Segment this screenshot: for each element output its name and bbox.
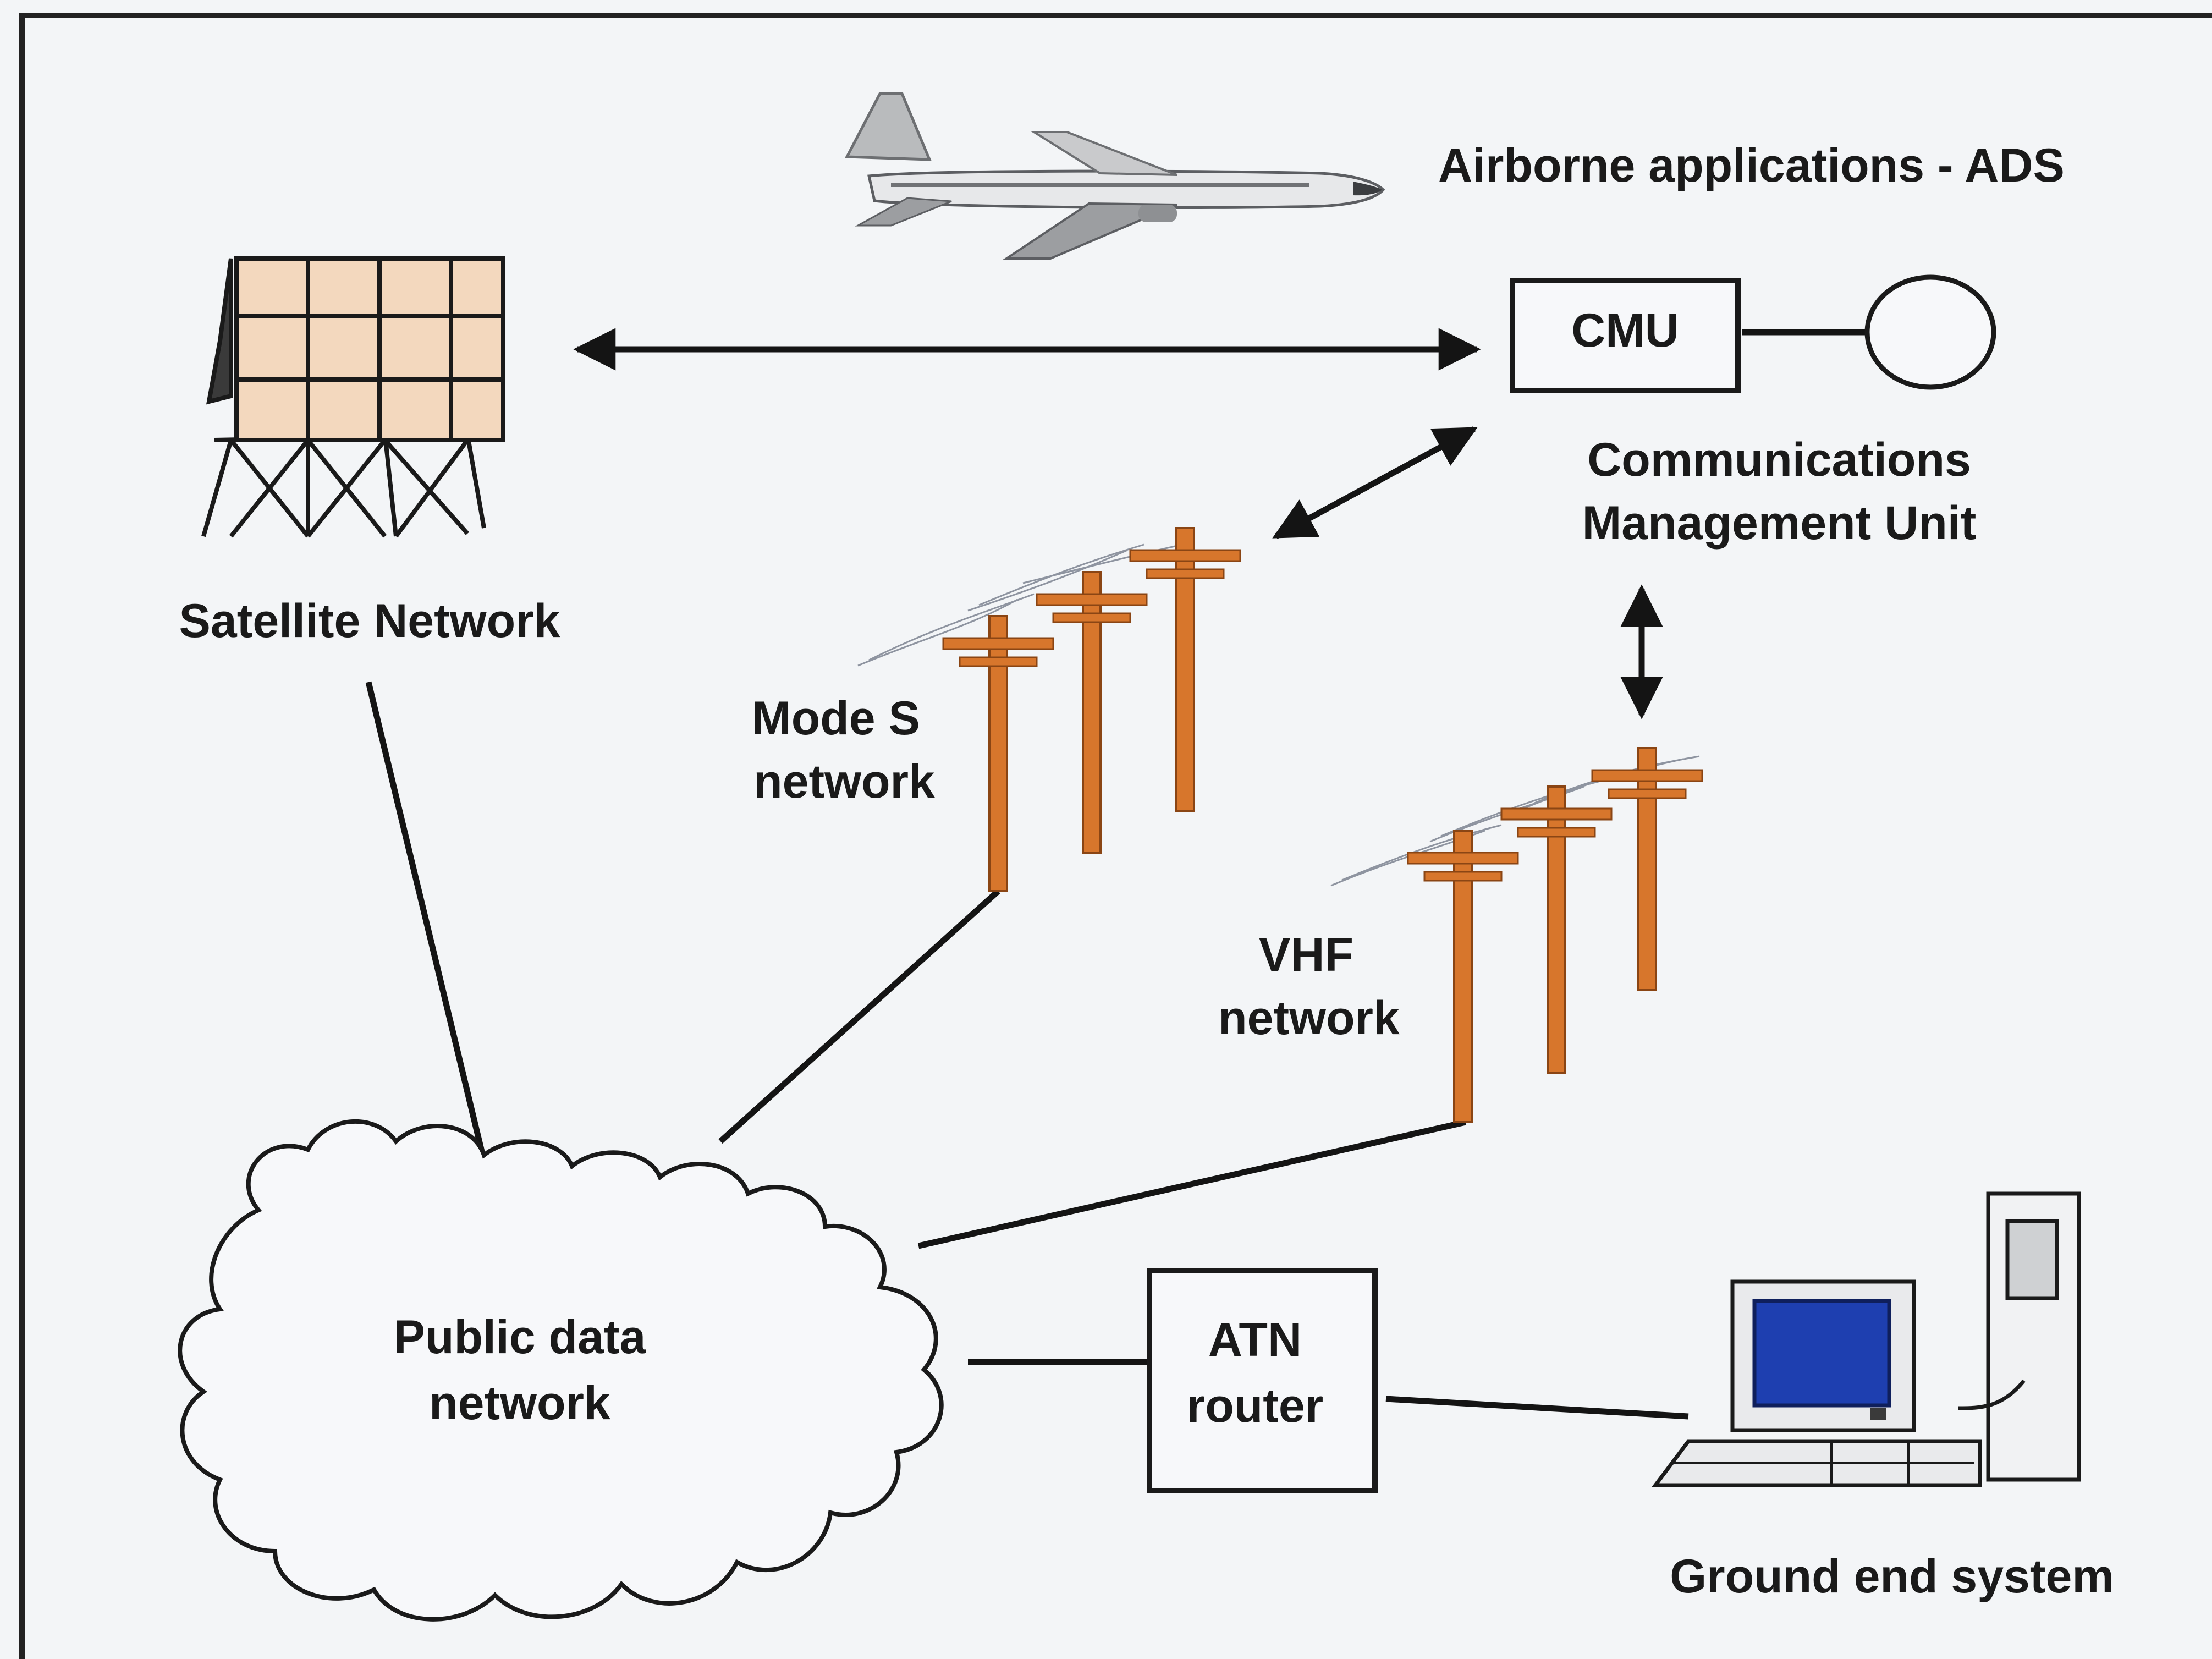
comm-label-line2: Management Unit xyxy=(1582,497,1977,550)
satellite-to-cloud-line xyxy=(365,681,487,1162)
cmu-label: CMU xyxy=(1571,304,1679,357)
airplane-icon xyxy=(844,92,1385,260)
modes-cmu-arrow xyxy=(1272,426,1478,539)
atn-router-box xyxy=(1147,1268,1378,1493)
modes-poles xyxy=(857,527,1241,892)
modes-to-cloud-line xyxy=(718,888,1000,1144)
cmu-box xyxy=(1510,278,1741,393)
atn-label-line2: router xyxy=(1187,1380,1323,1432)
public-label-line2: network xyxy=(429,1377,610,1430)
modes-label-line2: network xyxy=(753,755,935,808)
vhf-label-line1: VHF xyxy=(1259,929,1353,981)
atn-label-line1: ATN xyxy=(1208,1314,1302,1366)
wires xyxy=(857,543,1183,667)
computer-icon xyxy=(1652,1191,2081,1487)
satellite-icon xyxy=(201,256,505,538)
connectors xyxy=(365,329,1867,1420)
ground-label: Ground end system xyxy=(1670,1550,2114,1603)
cmu-peripheral-circle xyxy=(1864,274,1996,390)
vhf-poles xyxy=(1330,747,1703,1123)
diagram-frame xyxy=(19,13,2212,1659)
pole-icon xyxy=(1036,571,1148,854)
vhf-label-line2: network xyxy=(1218,992,1400,1045)
pole-icon xyxy=(1591,747,1703,991)
vhf-to-cloud-line xyxy=(917,1119,1467,1249)
satellite-label: Satellite Network xyxy=(179,595,560,647)
pole-icon xyxy=(1500,785,1613,1074)
tower xyxy=(1986,1191,2081,1482)
public-label-line1: Public data xyxy=(394,1311,647,1364)
arrows xyxy=(573,328,1663,719)
pole-icon xyxy=(1129,527,1241,812)
atn-to-ground-line xyxy=(1385,1396,1689,1420)
airborne-label: Airborne applications - ADS xyxy=(1438,139,2065,192)
monitor-screen xyxy=(1752,1299,1891,1408)
pole-icon xyxy=(1407,829,1519,1123)
cloud-icon xyxy=(178,1119,944,1622)
pole-icon xyxy=(942,615,1054,892)
modes-label-line1: Mode S xyxy=(752,692,920,745)
satellite-panel-grid xyxy=(234,256,505,442)
comm-label-line1: Communications xyxy=(1587,433,1971,486)
